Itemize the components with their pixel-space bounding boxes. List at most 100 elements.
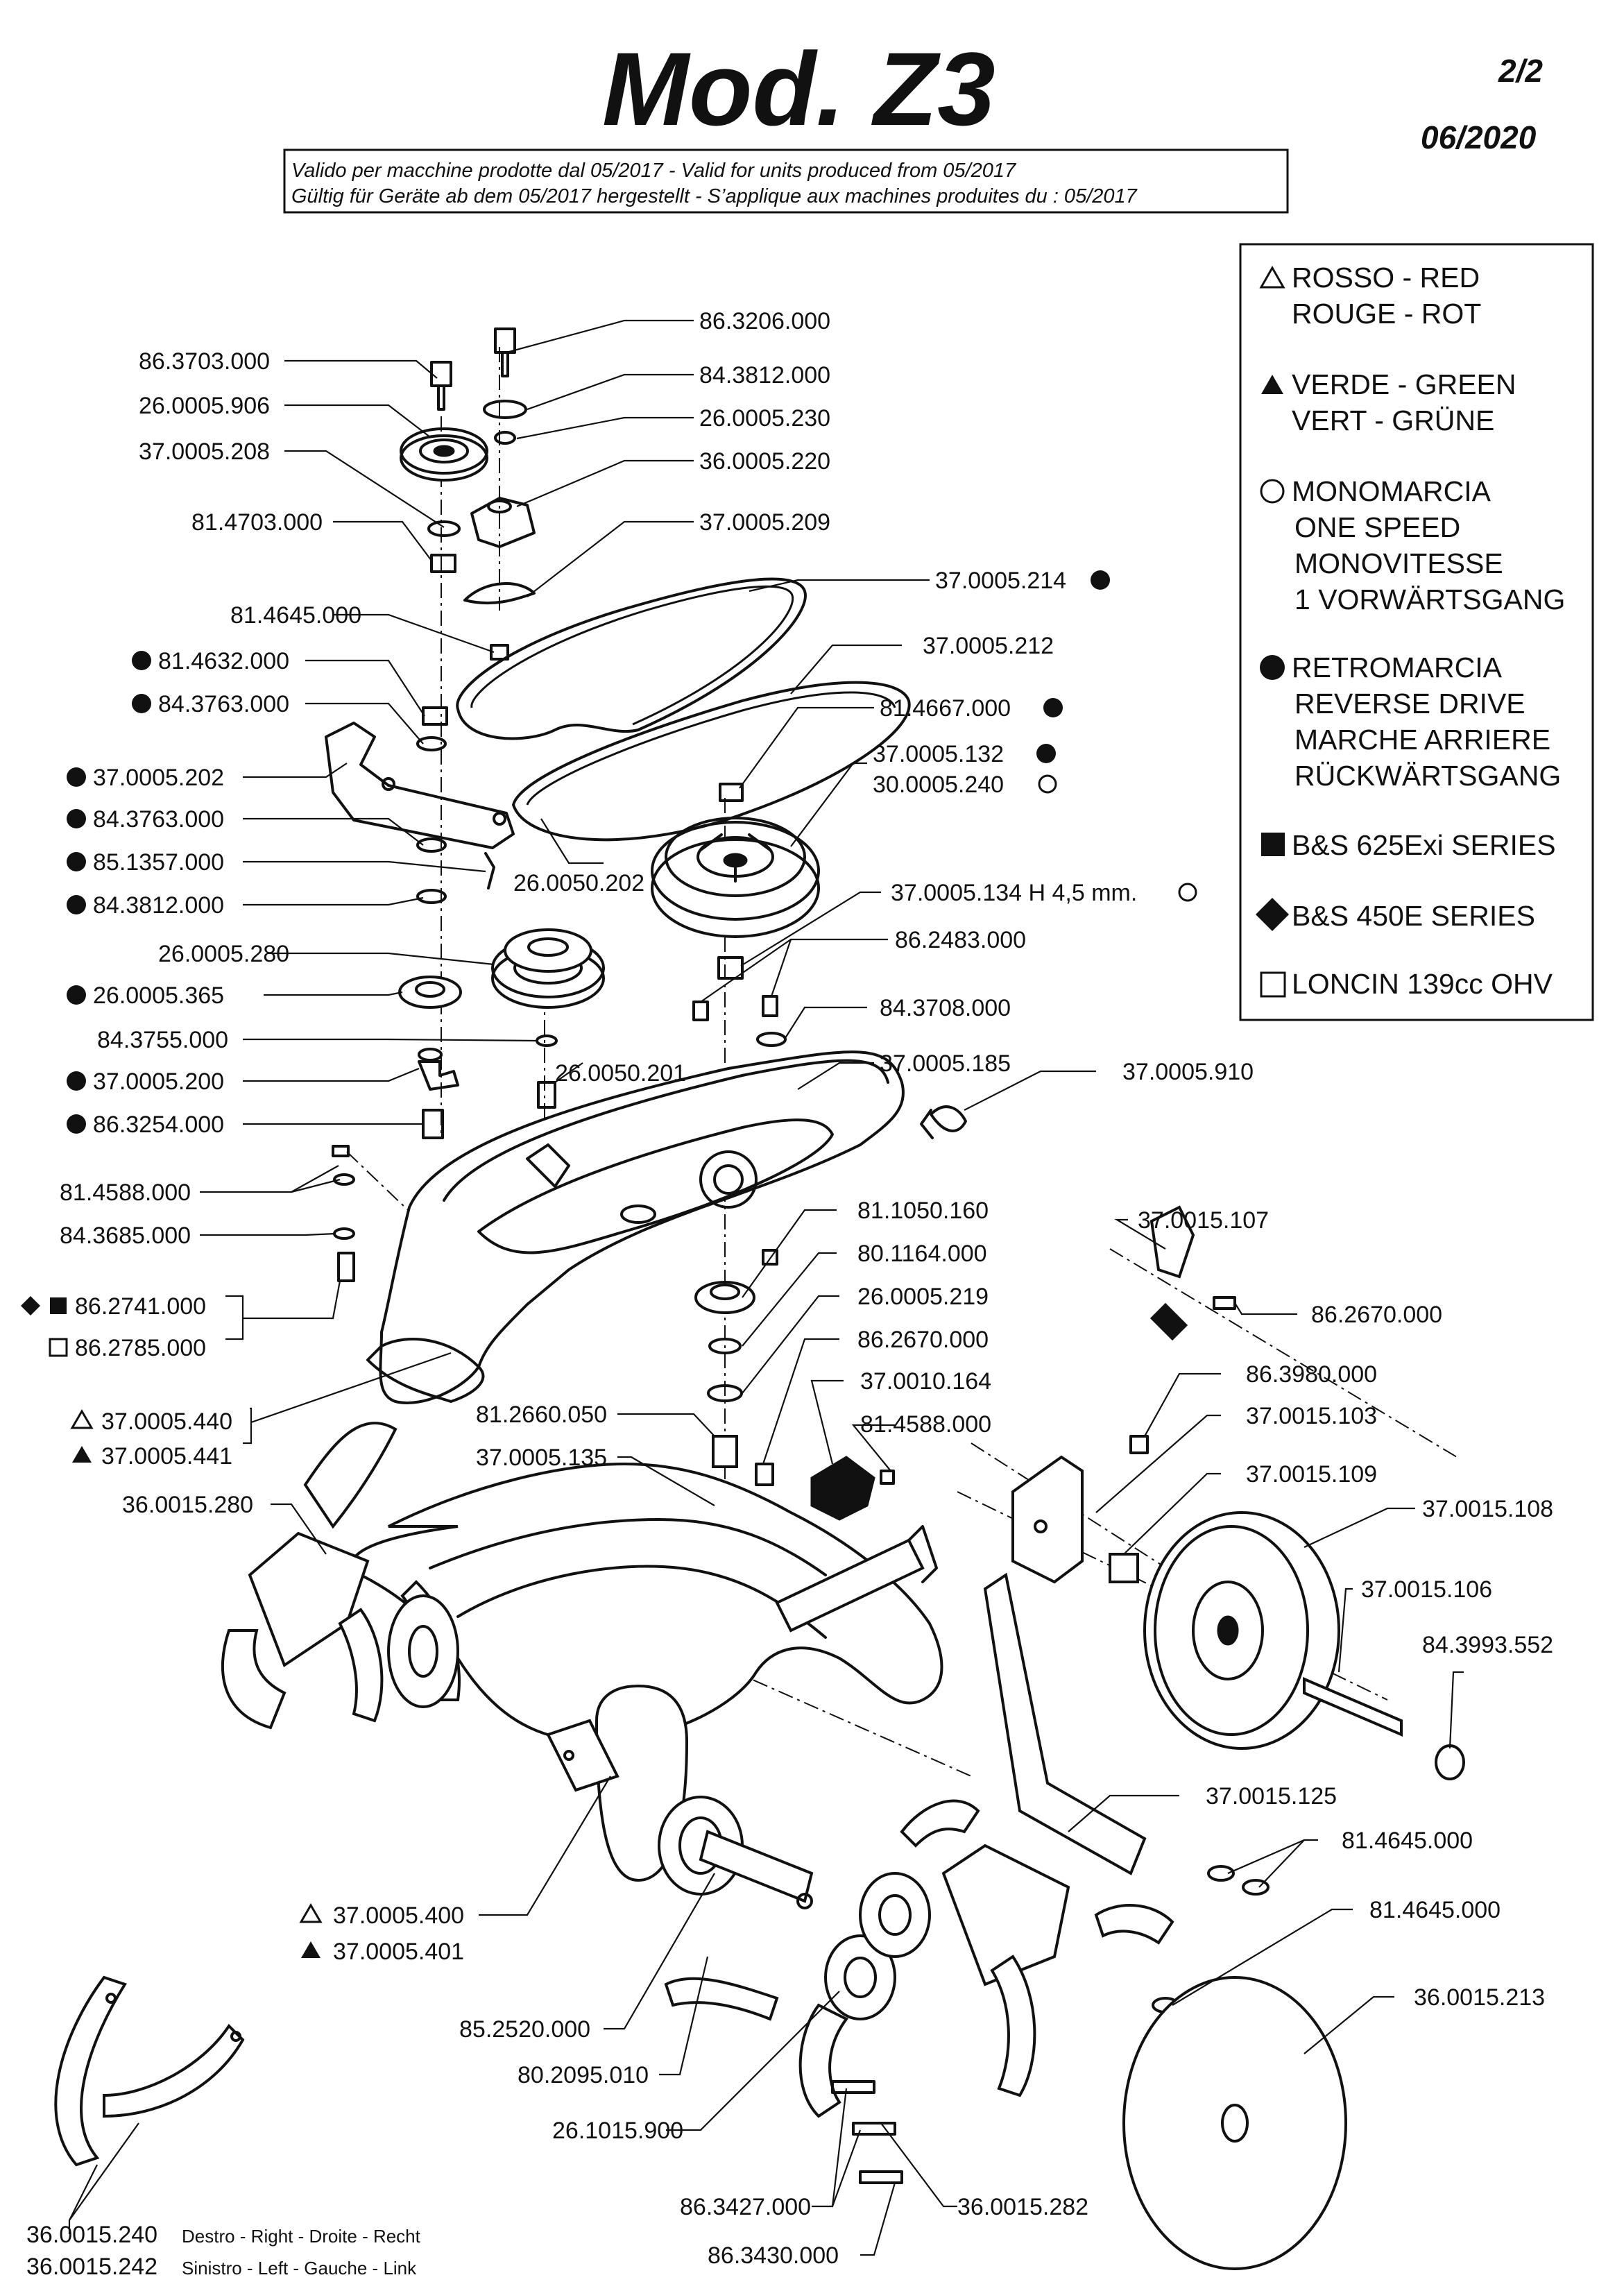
part-label: 26.1015.900	[552, 2118, 683, 2144]
red-triangle-icon	[70, 1409, 94, 1429]
part-label: 37.0015.109	[1246, 1461, 1377, 1488]
reverse-dot-icon	[132, 694, 151, 713]
part-label: 86.3254.000	[93, 1112, 224, 1138]
reverse-dot-icon	[132, 651, 151, 670]
validity-line-1: Valido per macchine prodotte dal 05/2017…	[291, 160, 1017, 182]
part-label: 26.0005.219	[857, 1284, 989, 1310]
part-label: 86.2785.000	[75, 1335, 206, 1361]
reverse-dot-icon	[67, 809, 86, 828]
left-tine-description: Sinistro - Left - Gauche - Link	[182, 2258, 417, 2279]
green-triangle-filled-icon	[1261, 375, 1283, 394]
reverse-dot-icon	[67, 1071, 86, 1091]
one-speed-ring-icon	[1178, 883, 1197, 902]
part-label: 36.0015.242	[26, 2254, 157, 2280]
part-label: 36.0015.213	[1414, 1984, 1545, 2011]
legend-onespeed-line-1: MONOMARCIA	[1292, 475, 1491, 507]
part-label: 84.3763.000	[93, 806, 224, 833]
tension-pulley-assembly	[400, 327, 536, 661]
legend-reverse-line-1: RETROMARCIA	[1292, 652, 1503, 683]
reverse-dot-icon	[67, 852, 86, 871]
legend-onespeed-line-3: MONOVITESSE	[1294, 547, 1503, 579]
reverse-dot-icon	[1043, 698, 1063, 717]
legend-reverse-line-2: REVERSE DRIVE	[1294, 688, 1525, 719]
red-triangle-outline-icon	[1259, 265, 1285, 289]
left-tine-assembly	[221, 1422, 461, 1730]
part-label: 37.0005.132	[873, 741, 1004, 767]
part-label: 26.0005.906	[139, 393, 270, 419]
loncin-square-icon	[49, 1338, 68, 1357]
bs450-diamond-filled-icon	[1256, 898, 1289, 931]
bs450-diamond-icon	[21, 1296, 40, 1315]
reverse-dot-icon	[67, 985, 86, 1005]
gearbox-and-shield	[351, 1462, 943, 1909]
engine-pulley	[491, 928, 605, 1009]
part-label: 81.2660.050	[476, 1402, 607, 1428]
legend-bs625: B&S 625Exi SERIES	[1292, 829, 1556, 861]
part-label: 84.3812.000	[699, 362, 830, 389]
part-label: 36.0015.282	[957, 2194, 1088, 2220]
part-label: 26.0050.202	[513, 870, 644, 896]
part-label: 81.4645.000	[1342, 1828, 1473, 1854]
part-label: 37.0015.125	[1206, 1783, 1337, 1810]
legend-reverse-line-4: RÜCKWÄRTSGANG	[1294, 760, 1561, 792]
red-triangle-icon	[299, 1903, 323, 1923]
legend-onespeed-line-2: ONE SPEED	[1294, 511, 1460, 543]
part-label: 81.4645.000	[1369, 1897, 1501, 1923]
part-label: 81.4703.000	[191, 509, 323, 536]
reverse-dot-icon	[67, 895, 86, 914]
reverse-circle-filled-icon	[1260, 655, 1285, 680]
spare-tines	[54, 1975, 245, 2167]
part-label: 84.3685.000	[60, 1223, 191, 1249]
shift-rod	[755, 1456, 938, 1633]
legend-reverse-line-3: MARCHE ARRIERE	[1294, 724, 1550, 756]
part-label: 37.0005.910	[1122, 1059, 1254, 1085]
right-tine-description: Destro - Right - Droite - Recht	[182, 2226, 421, 2247]
legend-red-line-1: ROSSO - RED	[1292, 262, 1480, 293]
reverse-dot-icon	[67, 767, 86, 787]
part-label: 81.4667.000	[880, 695, 1011, 722]
part-label: 81.4632.000	[158, 648, 289, 674]
bs625-square-icon	[50, 1297, 67, 1314]
part-label: 84.3812.000	[93, 892, 224, 919]
part-label: 81.4645.000	[230, 602, 361, 629]
part-label: 26.0005.230	[699, 405, 830, 432]
gearbox-pulley	[651, 783, 820, 980]
outer-protection-disc	[1122, 1976, 1347, 2270]
loncin-square-outline-icon	[1260, 971, 1286, 998]
model-title: Mod. Z3	[602, 31, 995, 147]
green-triangle-icon	[72, 1446, 92, 1463]
part-label: 85.1357.000	[93, 849, 224, 876]
part-label: 37.0005.185	[880, 1050, 1011, 1077]
one-speed-circle-outline-icon	[1260, 479, 1285, 504]
part-labels: 86.3206.000 86.3703.000 84.3812.000 26.0…	[21, 308, 1553, 2280]
reverse-dot-icon	[1036, 744, 1056, 763]
part-label: 37.0010.164	[860, 1368, 991, 1395]
part-label: 37.0005.209	[699, 509, 830, 536]
part-label: 37.0005.134 H 4,5 mm.	[891, 880, 1137, 906]
part-label: 84.3763.000	[158, 691, 289, 717]
part-label: 37.0015.106	[1361, 1576, 1492, 1603]
part-label: 37.0005.441	[101, 1443, 232, 1470]
part-label: 26.0050.201	[555, 1060, 686, 1087]
transport-wheel	[1143, 1511, 1465, 1780]
part-label: 81.4588.000	[60, 1180, 191, 1206]
part-label: 86.3430.000	[708, 2242, 839, 2269]
wheel-bracket	[1011, 1435, 1149, 1584]
part-label: 84.3755.000	[97, 1027, 228, 1053]
part-label: 37.0005.401	[333, 1939, 464, 1965]
part-label: 37.0005.208	[139, 438, 270, 465]
legend-green-line-2: VERT - GRÜNE	[1292, 405, 1494, 436]
reverse-dot-icon	[1091, 570, 1110, 590]
part-label: 81.4588.000	[860, 1411, 991, 1438]
part-label: 36.0015.280	[122, 1492, 253, 1518]
legend-onespeed-line-4: 1 VORWÄRTSGANG	[1294, 584, 1565, 615]
validity-line-2: Gültig für Geräte ab dem 05/2017 hergest…	[291, 185, 1138, 207]
part-label: 86.3980.000	[1246, 1361, 1377, 1388]
part-label: 80.2095.010	[518, 2062, 649, 2088]
part-label: 80.1164.000	[857, 1241, 987, 1267]
legend-green-line-1: VERDE - GREEN	[1292, 368, 1516, 400]
belt-housing	[366, 1050, 905, 1404]
part-label: 86.3427.000	[680, 2194, 811, 2220]
part-label: 84.3708.000	[880, 995, 1011, 1021]
